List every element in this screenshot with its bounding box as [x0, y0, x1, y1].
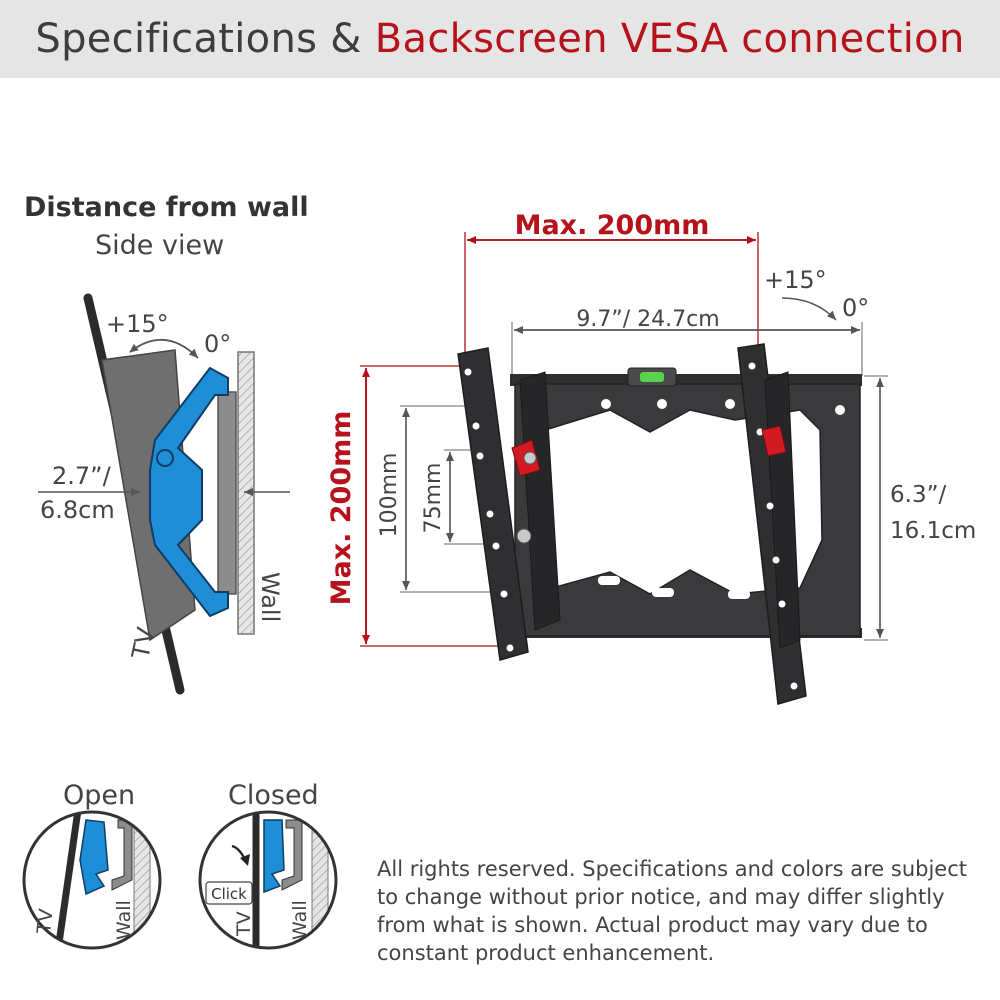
adjust-screw: [516, 528, 532, 544]
bracket-front-diagram: Max. 200mm Max. 200mm 100mm 75mm 9.7”/ 2…: [326, 210, 976, 705]
click-badge: [205, 881, 253, 905]
red-locking-tab-right: [761, 425, 787, 457]
open-blue-arm: [79, 819, 109, 896]
side-tilt-label: +15°: [106, 310, 169, 338]
blue-tilt-arm: [149, 366, 229, 618]
header-banner: Specifications & Backscreen VESA connect…: [0, 0, 1000, 78]
vesa-100-label: 100mm: [377, 453, 402, 538]
wall-plate: [217, 391, 237, 595]
side-tv-label: TV: [126, 624, 160, 662]
vesa-75-label: 75mm: [421, 463, 446, 534]
height-dim-line1: 6.3”/: [890, 482, 946, 508]
closed-lock-diagram: Click TV Wall: [198, 810, 338, 950]
bracket-tilt-arc: [781, 297, 837, 321]
bracket-tilt-label: +15°: [764, 266, 827, 294]
wall-plate-frame: [510, 367, 862, 638]
open-circle-frame: [22, 810, 162, 950]
open-tv-label: TV: [33, 908, 58, 936]
disclaimer-text: All rights reserved. Specifications and …: [377, 857, 967, 965]
open-label: Open: [63, 780, 136, 811]
tilt-arc: [129, 339, 199, 359]
right-vertical-arm: [737, 343, 807, 705]
bubble-level-vial: [640, 372, 664, 382]
open-wall-label: Wall: [113, 900, 135, 940]
height-dim-line2: 16.1cm: [890, 518, 976, 544]
open-tv-panel: [54, 812, 82, 948]
banner-title: Specifications &: [35, 16, 375, 62]
distance-line2: 6.8cm: [40, 496, 115, 524]
side-view-diagram: +15° 0° 2.7”/ 6.8cm TV Wall: [38, 293, 290, 695]
side-wall-label: Wall: [256, 572, 284, 622]
click-label: Click: [211, 885, 247, 903]
closed-blue-arm: [263, 819, 285, 894]
max-width-label: Max. 200mm: [515, 210, 710, 241]
open-lock-diagram: TV Wall: [22, 810, 162, 950]
closed-wall-label: Wall: [289, 900, 311, 940]
distance-line1: 2.7”/: [52, 462, 112, 490]
side-view-title: Distance from wall: [24, 192, 309, 223]
closed-tv-label: TV: [233, 911, 255, 937]
closed-label: Closed: [228, 780, 319, 811]
pivot-screw: [156, 449, 174, 467]
width-dim-label: 9.7”/ 24.7cm: [576, 307, 719, 332]
wall-hatch: [237, 351, 255, 635]
left-vertical-arm: [457, 347, 561, 661]
banner-title-accent: Backscreen VESA connection: [374, 16, 965, 62]
side-view-subtitle: Side view: [95, 230, 225, 261]
closed-circle-frame: [198, 810, 338, 950]
max-height-label: Max. 200mm: [326, 411, 357, 606]
bracket-zero-label: 0°: [842, 294, 869, 322]
side-zero-label: 0°: [204, 330, 231, 358]
